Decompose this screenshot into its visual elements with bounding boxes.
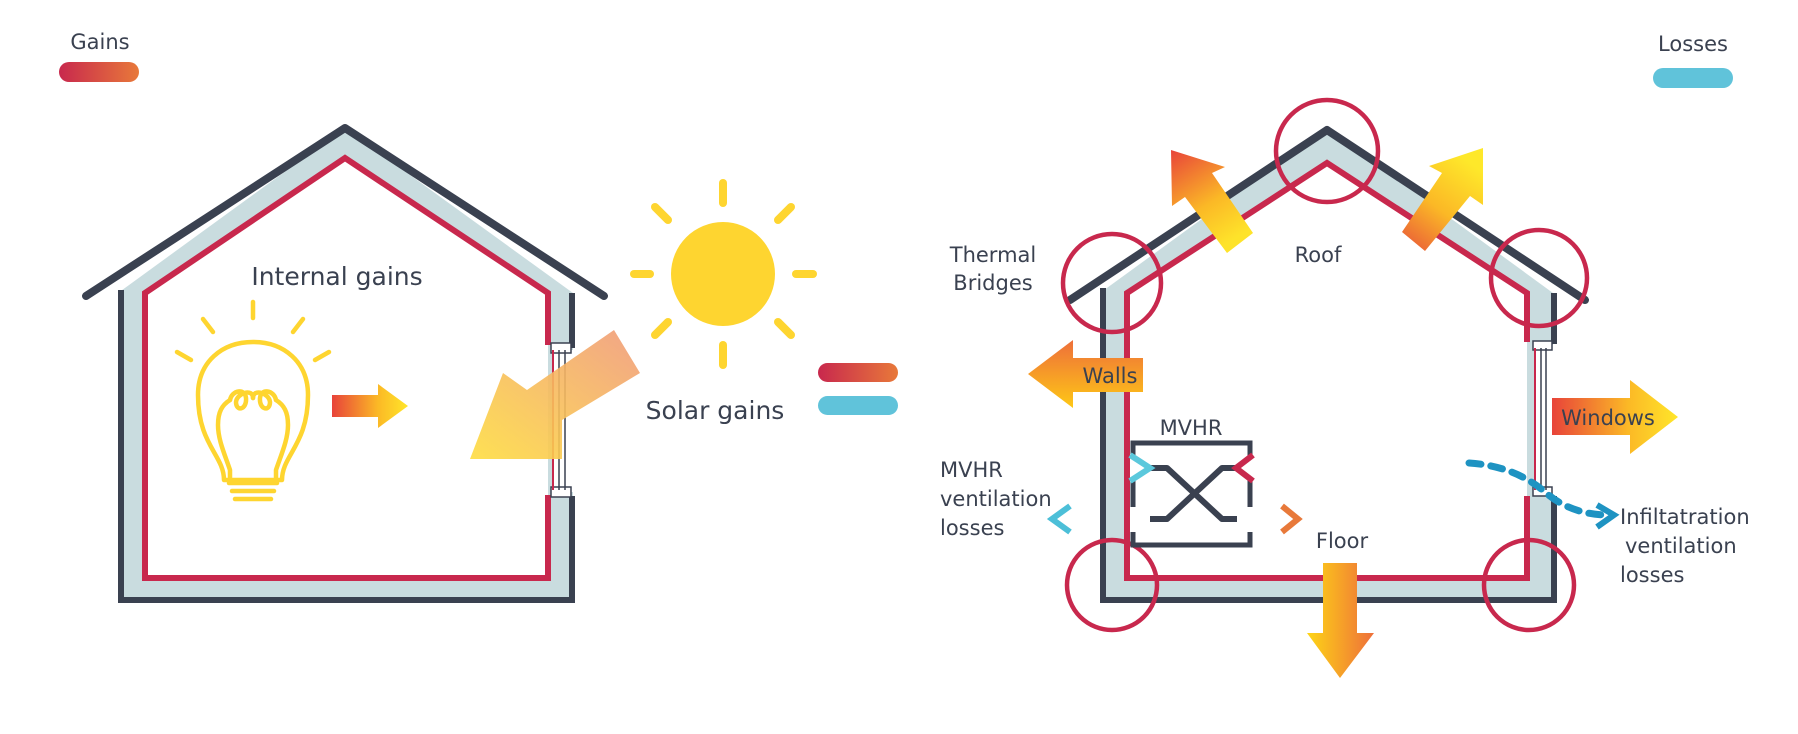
thermal-bridges-label-line1: Thermal: [949, 243, 1036, 267]
left-house-roof: [82, 124, 608, 300]
legend-losses-swatch: [1653, 68, 1733, 88]
thermal-bridge-bottom-right: [1481, 537, 1577, 633]
thermal-bridges-label-line2: Bridges: [953, 271, 1032, 295]
walls-loss-arrow: Walls: [1028, 340, 1143, 408]
legend-losses: Losses: [1653, 32, 1733, 88]
solar-gain-arrow: [470, 330, 640, 459]
equals-losses-bar: [818, 396, 898, 415]
roof-label: Roof: [1295, 243, 1342, 267]
mvhr-exhaust-arrow: [1046, 503, 1154, 535]
left-house-airtight-layer: [142, 154, 551, 581]
infiltration-label: Infiltatration ventilation losses: [1620, 505, 1750, 587]
mvhr-losses-label-line1: MVHR: [940, 458, 1003, 482]
thermal-bridge-bottom-left: [1064, 537, 1160, 633]
legend-gains-label: Gains: [70, 30, 129, 54]
equals-sign: [818, 363, 898, 415]
walls-label: Walls: [1083, 364, 1138, 388]
infiltration-label-line2: ventilation: [1625, 534, 1737, 558]
right-house: Walls Windows MVHR: [940, 97, 1750, 678]
infiltration-label-line3: losses: [1620, 563, 1684, 587]
thermal-bridges-label: Thermal Bridges: [949, 243, 1036, 295]
thermal-bridge-top-left: [1060, 231, 1164, 335]
equals-gains-bar: [818, 363, 898, 382]
mvhr-heat-exchanger: [1150, 465, 1237, 522]
floor-loss-arrow: [1307, 563, 1374, 678]
roof-loss-arrow-right: [1402, 148, 1483, 251]
mvhr-label: MVHR: [1160, 416, 1223, 440]
floor-label: Floor: [1316, 529, 1369, 553]
solar-gains-label: Solar gains: [646, 396, 785, 425]
windows-loss-arrow: Windows: [1552, 380, 1678, 454]
mvhr-losses-label: MVHR ventilation losses: [940, 458, 1052, 540]
right-house-airtight-layer: [1124, 159, 1530, 581]
thermal-bridge-markers: [1060, 97, 1590, 633]
infiltration-label-line1: Infiltatration: [1620, 505, 1750, 529]
mvhr-losses-label-line2: ventilation: [940, 487, 1052, 511]
right-house-roof: [1066, 126, 1589, 304]
roof-loss-arrow-left: [1171, 150, 1253, 253]
mvhr-supply-arrow: [1044, 452, 1156, 484]
mvhr-room-supply-arrow: [1232, 503, 1303, 535]
right-house-window: [1532, 340, 1553, 497]
mvhr-extract-arrow: [1231, 452, 1300, 484]
thermal-bridge-apex: [1273, 97, 1381, 205]
left-house: Internal gains: [82, 124, 608, 603]
internal-gains-label: Internal gains: [251, 262, 422, 291]
thermal-bridge-top-right: [1488, 227, 1590, 329]
light-bulb-icon: [174, 299, 332, 502]
infiltration-arrow: [1465, 459, 1620, 530]
mvhr-unit: MVHR: [1044, 416, 1303, 548]
left-house-outer-wall: [118, 290, 575, 603]
legend-gains: Gains: [59, 30, 139, 82]
windows-label: Windows: [1561, 406, 1655, 430]
legend-losses-label: Losses: [1658, 32, 1728, 56]
left-house-insulation: [118, 128, 573, 603]
mvhr-losses-label-line3: losses: [940, 516, 1004, 540]
sun-icon: [630, 179, 817, 369]
legend-gains-swatch: [59, 62, 139, 82]
internal-gain-arrow: [332, 384, 408, 428]
